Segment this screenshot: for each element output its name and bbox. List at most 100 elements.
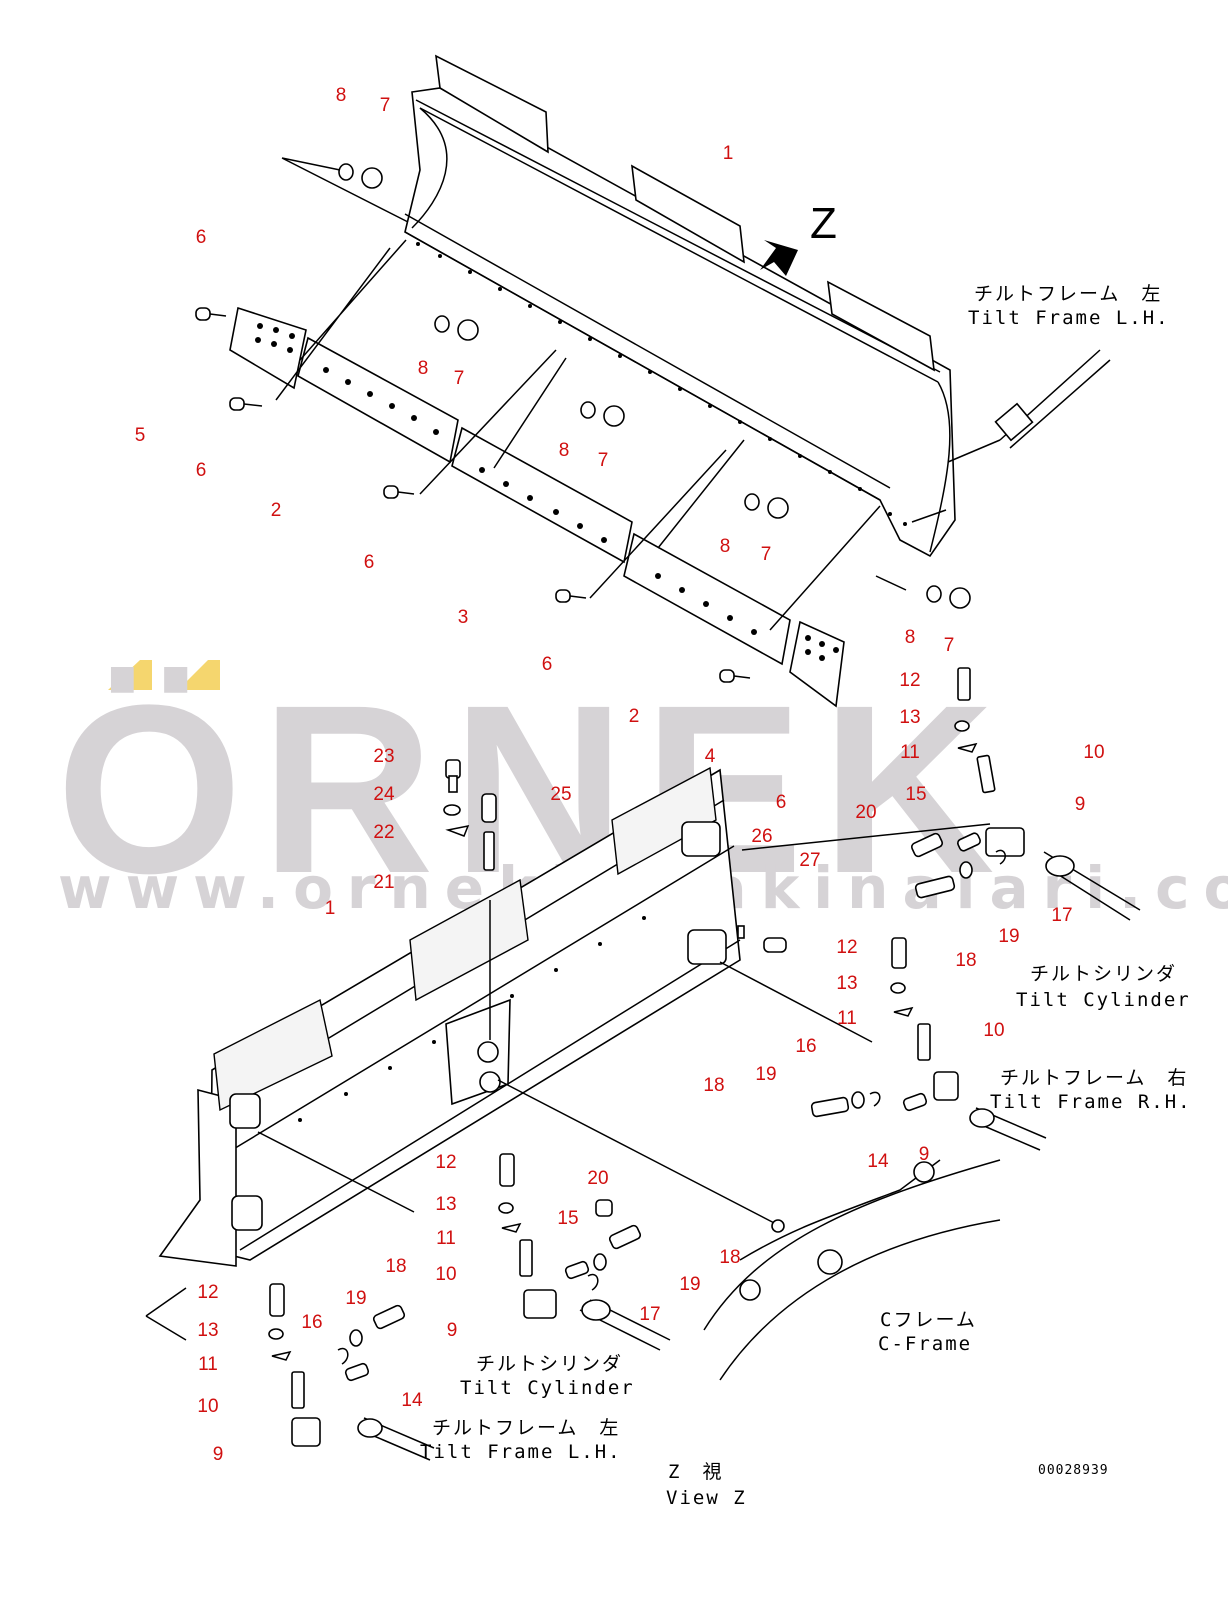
callout-10: 10 bbox=[435, 1264, 456, 1285]
c-frame-part bbox=[703, 1159, 1001, 1381]
blade-rib-3 bbox=[827, 280, 935, 372]
callout-19: 19 bbox=[998, 926, 1019, 947]
blade-rib-1 bbox=[435, 54, 549, 154]
callout-6: 6 bbox=[196, 460, 207, 481]
callout-11: 11 bbox=[900, 742, 920, 763]
end-bit-right-holes bbox=[805, 635, 839, 661]
callout-4: 4 bbox=[705, 746, 716, 767]
callout-8: 8 bbox=[418, 358, 429, 379]
callout-7: 7 bbox=[454, 368, 465, 389]
callout-7: 7 bbox=[944, 635, 955, 656]
callout-18: 18 bbox=[955, 950, 976, 971]
callout-11: 11 bbox=[436, 1228, 456, 1249]
callout-14: 14 bbox=[867, 1151, 889, 1172]
callout-23: 23 bbox=[373, 746, 394, 767]
caption-tilt-frame-rh-en: Tilt Frame R.H. bbox=[990, 1091, 1192, 1113]
cutting-edge-right bbox=[623, 532, 791, 666]
plow-bolts bbox=[195, 307, 751, 683]
callout-7: 7 bbox=[761, 544, 772, 565]
callout-13: 13 bbox=[435, 1194, 456, 1215]
callout-11: 11 bbox=[837, 1008, 857, 1029]
callout-8: 8 bbox=[905, 627, 916, 648]
lower-leader-lines bbox=[257, 823, 991, 1227]
blade-top-edge bbox=[415, 99, 941, 383]
callout-10: 10 bbox=[983, 1020, 1004, 1041]
caption-tilt-frame-lh-bottom-en: Tilt Frame L.H. bbox=[420, 1441, 622, 1463]
blade-hole-row bbox=[416, 242, 907, 526]
callout-9: 9 bbox=[213, 1444, 224, 1465]
callout-18: 18 bbox=[385, 1256, 406, 1277]
caption-tilt-frame-lh-bottom-jp: チルトフレーム 左 bbox=[432, 1417, 620, 1439]
callout-15: 15 bbox=[557, 1208, 578, 1229]
callout-19: 19 bbox=[679, 1274, 700, 1295]
frame-bracket-mid-right bbox=[687, 929, 727, 965]
caption-tilt-cylinder-right-jp: チルトシリンダ bbox=[1030, 963, 1177, 985]
view-caption-jp: Z 視 bbox=[668, 1461, 723, 1483]
callout-2: 2 bbox=[271, 500, 282, 521]
callout-8: 8 bbox=[720, 536, 731, 557]
callout-16: 16 bbox=[301, 1312, 322, 1333]
cutting-edge-right-holes bbox=[655, 573, 757, 635]
cutting-edge-left bbox=[297, 336, 459, 464]
right-pin-group-upper bbox=[910, 667, 1141, 921]
view-arrow bbox=[760, 240, 798, 276]
callout-15: 15 bbox=[905, 784, 926, 805]
callout-8: 8 bbox=[336, 85, 347, 106]
frame-bracket-top-left bbox=[229, 1093, 261, 1129]
callout-12: 12 bbox=[899, 670, 920, 691]
centre-pin-parts bbox=[443, 759, 787, 953]
callout-12: 12 bbox=[836, 937, 857, 958]
end-bit-left bbox=[229, 306, 307, 390]
callout-12: 12 bbox=[435, 1152, 456, 1173]
callout-14: 14 bbox=[401, 1390, 423, 1411]
caption-tilt-cylinder-bottom-en: Tilt Cylinder bbox=[460, 1377, 635, 1399]
callout-20: 20 bbox=[587, 1168, 608, 1189]
caption-c-frame-jp: Cフレーム bbox=[880, 1309, 977, 1331]
caption-c-frame-en: C-Frame bbox=[878, 1333, 972, 1355]
callout-10: 10 bbox=[1083, 742, 1104, 763]
callout-11: 11 bbox=[198, 1354, 218, 1375]
lower-frame-assembly bbox=[145, 667, 1141, 1461]
end-bit-left-holes bbox=[255, 323, 295, 353]
callout-1: 1 bbox=[723, 143, 734, 164]
callout-6: 6 bbox=[542, 654, 553, 675]
watermark-accent-right bbox=[178, 660, 220, 690]
callout-10: 10 bbox=[197, 1396, 218, 1417]
callout-25: 25 bbox=[550, 784, 571, 805]
watermark-brand: ÖRNEK bbox=[56, 655, 1013, 923]
frame-end-plate-left bbox=[158, 1088, 237, 1267]
frame-bracket-bottom-left bbox=[231, 1195, 263, 1231]
callout-20: 20 bbox=[855, 802, 876, 823]
washers-and-nuts bbox=[338, 163, 971, 609]
callout-3: 3 bbox=[458, 607, 469, 628]
callout-2: 2 bbox=[629, 706, 640, 727]
callout-7: 7 bbox=[380, 95, 391, 116]
blade-curve bbox=[411, 107, 951, 553]
callout-6: 6 bbox=[776, 792, 787, 813]
callout-12: 12 bbox=[197, 1282, 218, 1303]
callout-8: 8 bbox=[559, 440, 570, 461]
end-bit-right bbox=[789, 620, 845, 708]
drawing-code: 00028939 bbox=[1038, 1463, 1109, 1478]
callout-18: 18 bbox=[703, 1075, 724, 1096]
caption-tilt-cylinder-right-en: Tilt Cylinder bbox=[1016, 989, 1191, 1011]
watermark: ÖRNEK www.ornekismakinalari.com.tr bbox=[56, 655, 1228, 923]
callout-24: 24 bbox=[373, 784, 395, 805]
captions: チルトフレーム 左 Tilt Frame L.H. チルトシリンダ Tilt C… bbox=[420, 283, 1192, 1509]
left-pin-group-bottom bbox=[145, 1283, 435, 1461]
frame-rib-1 bbox=[213, 998, 333, 1112]
watermark-accent-left bbox=[108, 660, 152, 690]
blade-rib-2 bbox=[631, 164, 745, 264]
right-pin-group-lower bbox=[810, 937, 1047, 1151]
callout-19: 19 bbox=[755, 1064, 776, 1085]
callout-26: 26 bbox=[751, 826, 772, 847]
view-arrow-label: Z bbox=[810, 199, 837, 248]
callout-1: 1 bbox=[325, 898, 336, 919]
callout-13: 13 bbox=[899, 707, 920, 728]
callout-9: 9 bbox=[1075, 794, 1086, 815]
frame-rib-2 bbox=[409, 878, 529, 1002]
callout-16: 16 bbox=[795, 1036, 816, 1057]
caption-tilt-frame-rh-jp: チルトフレーム 右 bbox=[1000, 1067, 1188, 1089]
caption-tilt-frame-lh-top-jp: チルトフレーム 左 bbox=[974, 283, 1162, 305]
